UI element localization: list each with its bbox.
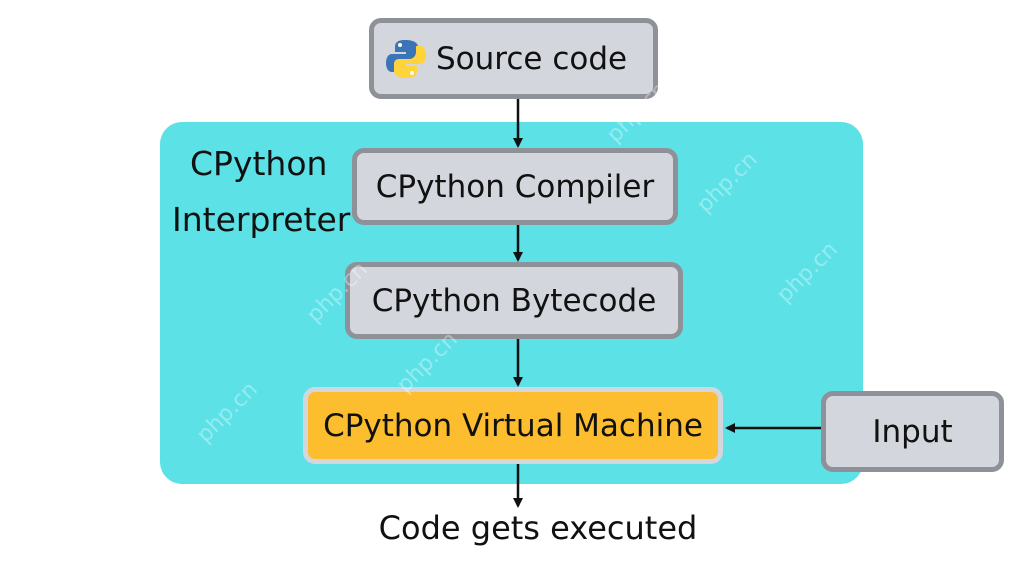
input-box: Input [821, 391, 1004, 472]
compiler-box: CPython Compiler [352, 148, 678, 225]
virtual-machine-box: CPython Virtual Machine [303, 387, 723, 464]
python-logo-icon [386, 39, 426, 78]
bytecode-label: CPython Bytecode [371, 282, 657, 319]
compiler-label: CPython Compiler [375, 168, 655, 205]
source-code-label: Source code [436, 40, 628, 77]
source-code-box: Source code [369, 18, 658, 99]
output-label: Code gets executed [378, 509, 698, 547]
input-label: Input [872, 413, 953, 450]
region-label-line1: CPython [190, 144, 328, 183]
virtual-machine-label: CPython Virtual Machine [323, 407, 703, 444]
region-label-line2: Interpreter [172, 200, 351, 239]
bytecode-box: CPython Bytecode [345, 262, 683, 339]
